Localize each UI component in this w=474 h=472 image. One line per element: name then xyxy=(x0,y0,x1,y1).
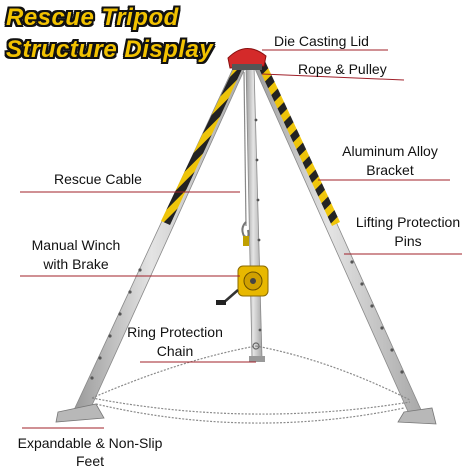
center-foot xyxy=(249,356,265,362)
rescue-cable xyxy=(241,71,250,246)
label-rope-pulley: Rope & Pulley xyxy=(298,61,387,77)
ring-protection-chain xyxy=(91,345,411,424)
label-lifting-pins-2: Pins xyxy=(394,233,422,249)
label-aluminum-bracket-1: Aluminum Alloy xyxy=(342,143,438,159)
label-feet-2: Feet xyxy=(75,453,104,469)
label-die-casting-lid: Die Casting Lid xyxy=(274,33,369,49)
center-leg xyxy=(245,65,263,359)
manual-winch xyxy=(216,265,269,305)
label-aluminum-bracket-2: Bracket xyxy=(366,162,414,178)
title-line-1: Rescue Tripod xyxy=(6,4,179,31)
leader-lines xyxy=(20,49,462,429)
label-ring-chain-1: Ring Protection xyxy=(127,324,223,340)
label-rescue-cable: Rescue Cable xyxy=(54,171,142,187)
label-lifting-pins-1: Lifting Protection xyxy=(355,214,461,230)
label-manual-winch-2: with Brake xyxy=(43,256,109,272)
title-line-2: Structure Display xyxy=(6,36,214,63)
right-foot xyxy=(397,407,437,425)
label-manual-winch-1: Manual Winch xyxy=(31,237,121,253)
label-feet-1: Expandable & Non-Slip xyxy=(17,435,163,451)
label-ring-chain-2: Chain xyxy=(156,343,194,359)
left-foot xyxy=(55,403,105,423)
die-casting-lid xyxy=(227,48,267,70)
